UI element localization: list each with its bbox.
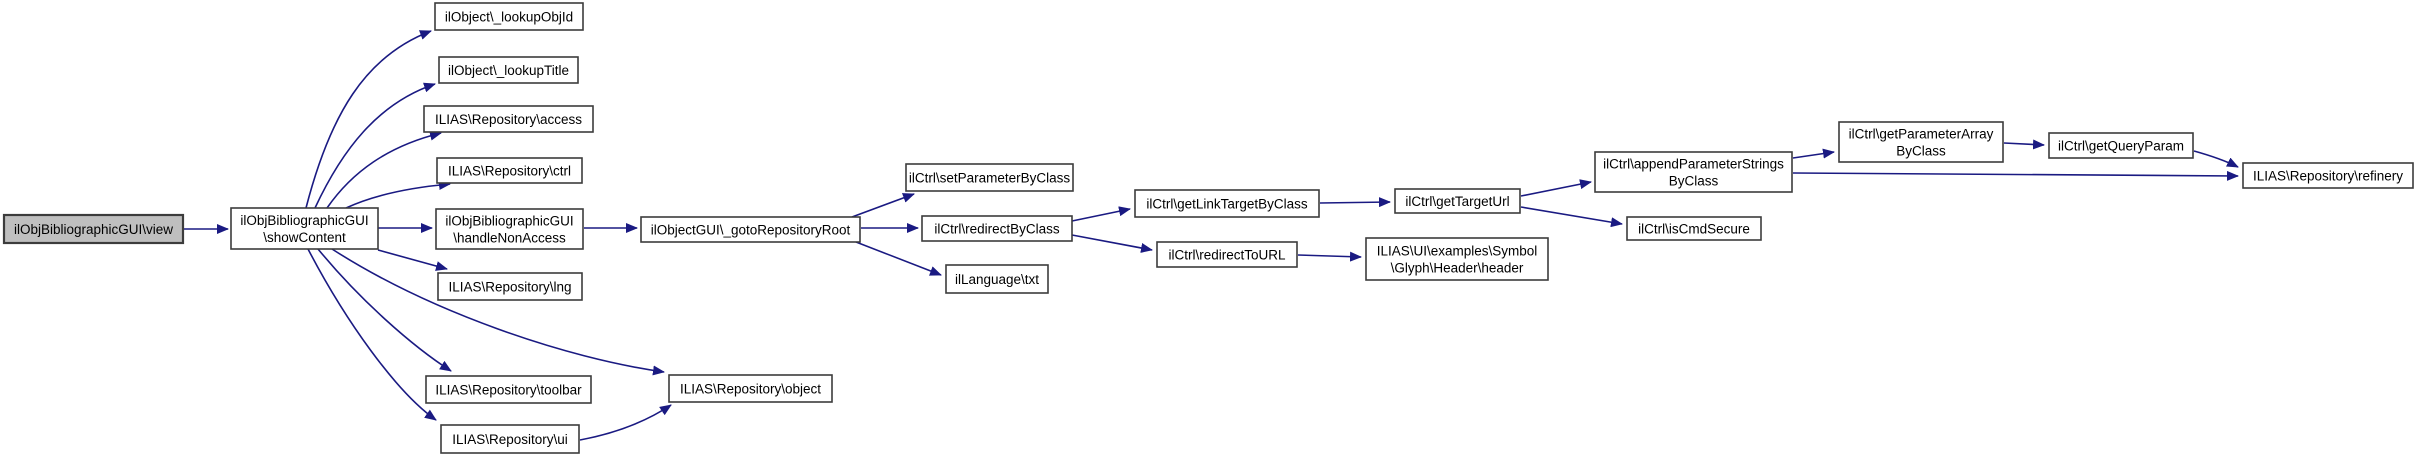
node-label-header-line1: ILIAS\UI\examples\Symbol: [1377, 243, 1538, 258]
node-box-get-link-target-by-class[interactable]: [1134, 189, 1320, 218]
node-label-is-cmd-secure: ilCtrl\isCmdSecure: [1638, 221, 1750, 236]
node-header[interactable]: ILIAS\UI\examples\Symbol \Glyph\Header\he…: [1365, 237, 1549, 281]
node-get-target-url[interactable]: ilCtrl\getTargetUrl: [1394, 188, 1521, 214]
node-box-set-parameter-by-class[interactable]: [905, 163, 1074, 192]
node-ui[interactable]: ILIAS\Repository\ui: [440, 424, 580, 454]
edge-show-content-to-ctrl: [345, 179, 451, 209]
node-label-toolbar: ILIAS\Repository\toolbar: [435, 382, 582, 397]
node-label-lookup-obj-id: ilObject\_lookupObjId: [445, 9, 573, 24]
edge-goto-repository-root-to-set-parameter-by-class: [851, 193, 915, 218]
node-box-lng[interactable]: [437, 272, 583, 301]
node-label-get-link-target-by-class: ilCtrl\getLinkTargetByClass: [1146, 196, 1308, 211]
edge-get-parameter-array-by-class-to-get-query-param: [2003, 139, 2045, 150]
node-get-query-param[interactable]: ilCtrl\getQueryParam: [2048, 132, 2194, 159]
node-view: ilObjBibliographicGUI\view: [2, 213, 185, 245]
node-label-lng: ILIAS\Repository\lng: [448, 279, 571, 294]
edge-show-content-to-lookup-obj-id: [305, 30, 432, 209]
node-toolbar[interactable]: ILIAS\Repository\toolbar: [425, 375, 592, 404]
node-redirect-by-class[interactable]: ilCtrl\redirectByClass: [921, 215, 1073, 242]
node-ctrl[interactable]: ILIAS\Repository\ctrl: [436, 157, 583, 184]
node-box-show-content[interactable]: [230, 207, 379, 250]
edge-append-parameter-strings-by-class-to-get-parameter-array-by-class: [1792, 148, 1835, 159]
node-label-object: ILIAS\Repository\object: [680, 381, 821, 396]
node-label-goto-repository-root: ilObjectGUI\_gotoRepositoryRoot: [651, 222, 851, 237]
node-object[interactable]: ILIAS\Repository\object: [668, 374, 833, 403]
node-access[interactable]: ILIAS\Repository\access: [423, 105, 594, 133]
edge-append-parameter-strings-by-class-to-refinery: [1792, 170, 2239, 181]
node-label-ctrl: ILIAS\Repository\ctrl: [448, 163, 571, 178]
node-box-refinery[interactable]: [2242, 162, 2414, 189]
node-label-lookup-title: ilObject\_lookupTitle: [448, 63, 569, 78]
node-set-parameter-by-class[interactable]: ilCtrl\setParameterByClass: [905, 163, 1074, 192]
node-is-cmd-secure[interactable]: ilCtrl\isCmdSecure: [1626, 216, 1762, 241]
node-label-append-parameter-strings-by-class-line1: ilCtrl\appendParameterStrings: [1603, 156, 1784, 171]
edge-show-content-to-lookup-title: [314, 82, 436, 209]
node-box-txt[interactable]: [945, 264, 1049, 294]
node-lookup-title[interactable]: ilObject\_lookupTitle: [438, 56, 579, 84]
node-goto-repository-root[interactable]: ilObjectGUI\_gotoRepositoryRoot: [640, 216, 861, 243]
node-label-get-parameter-array-by-class-line2: ByClass: [1896, 143, 1946, 158]
node-label-view: ilObjBibliographicGUI\view: [14, 222, 173, 237]
node-label-handle-non-access-line1: ilObjBibliographicGUI: [445, 213, 573, 228]
edge-ui-to-object: [579, 404, 672, 441]
node-box-view: [2, 213, 185, 245]
node-label-header-line2: \Glyph\Header\header: [1391, 260, 1524, 275]
node-txt[interactable]: ilLanguage\txt: [945, 264, 1049, 294]
edge-show-content-to-object: [331, 248, 665, 376]
node-label-set-parameter-by-class: ilCtrl\setParameterByClass: [909, 170, 1071, 185]
edge-show-content-to-access: [326, 130, 442, 209]
edge-show-content-to-ui: [307, 248, 437, 421]
node-box-lookup-obj-id[interactable]: [434, 2, 584, 31]
node-label-redirect-to-url: ilCtrl\redirectToURL: [1168, 247, 1286, 262]
node-box-append-parameter-strings-by-class[interactable]: [1594, 151, 1793, 193]
node-label-refinery: ILIAS\Repository\refinery: [2253, 168, 2403, 183]
node-get-link-target-by-class[interactable]: ilCtrl\getLinkTargetByClass: [1134, 189, 1320, 218]
node-label-ui: ILIAS\Repository\ui: [452, 432, 568, 447]
node-label-get-parameter-array-by-class-line1: ilCtrl\getParameterArray: [1849, 126, 1994, 141]
edge-get-target-url-to-append-parameter-strings-by-class: [1520, 179, 1592, 197]
node-label-txt: ilLanguage\txt: [955, 272, 1039, 287]
node-box-handle-non-access[interactable]: [435, 208, 584, 250]
node-box-goto-repository-root[interactable]: [640, 216, 861, 243]
node-box-access[interactable]: [423, 105, 594, 133]
node-box-redirect-by-class[interactable]: [921, 215, 1073, 242]
edge-get-query-param-to-refinery: [2193, 150, 2239, 168]
node-lng[interactable]: ILIAS\Repository\lng: [437, 272, 583, 301]
node-box-toolbar[interactable]: [425, 375, 592, 404]
node-lookup-obj-id[interactable]: ilObject\_lookupObjId: [434, 2, 584, 31]
node-label-handle-non-access-line2: \handleNonAccess: [453, 230, 566, 245]
node-label-redirect-by-class: ilCtrl\redirectByClass: [934, 221, 1060, 236]
node-box-is-cmd-secure[interactable]: [1626, 216, 1762, 241]
edge-get-target-url-to-is-cmd-secure: [1520, 206, 1623, 228]
edge-goto-repository-root-to-txt: [855, 241, 942, 276]
node-label-show-content-line1: ilObjBibliographicGUI: [240, 213, 368, 228]
edge-show-content-to-lng: [377, 249, 448, 271]
node-box-ui[interactable]: [440, 424, 580, 454]
edge-redirect-to-url-to-header: [1297, 251, 1362, 262]
node-box-redirect-to-url[interactable]: [1156, 241, 1298, 268]
node-label-access: ILIAS\Repository\access: [435, 112, 582, 127]
edge-redirect-by-class-to-get-link-target-by-class: [1071, 206, 1131, 222]
edge-show-content-to-toolbar: [317, 248, 452, 372]
node-box-lookup-title[interactable]: [438, 56, 579, 84]
node-box-get-target-url[interactable]: [1394, 188, 1521, 214]
node-label-append-parameter-strings-by-class-line2: ByClass: [1669, 173, 1719, 188]
node-redirect-to-url[interactable]: ilCtrl\redirectToURL: [1156, 241, 1298, 268]
node-box-get-parameter-array-by-class[interactable]: [1838, 121, 2004, 163]
node-show-content[interactable]: ilObjBibliographicGUI \showContent: [230, 207, 379, 250]
edge-get-link-target-by-class-to-get-target-url: [1319, 197, 1391, 208]
node-box-object[interactable]: [668, 374, 833, 403]
node-label-get-target-url: ilCtrl\getTargetUrl: [1405, 194, 1509, 209]
node-refinery[interactable]: ILIAS\Repository\refinery: [2242, 162, 2414, 189]
node-label-get-query-param: ilCtrl\getQueryParam: [2058, 138, 2184, 153]
edge-redirect-by-class-to-redirect-to-url: [1071, 234, 1153, 253]
node-label-show-content-line2: \showContent: [263, 230, 346, 245]
node-box-ctrl[interactable]: [436, 157, 583, 184]
node-handle-non-access[interactable]: ilObjBibliographicGUI \handleNonAccess: [435, 208, 584, 250]
node-box-header[interactable]: [1365, 237, 1549, 281]
node-box-get-query-param[interactable]: [2048, 132, 2194, 159]
